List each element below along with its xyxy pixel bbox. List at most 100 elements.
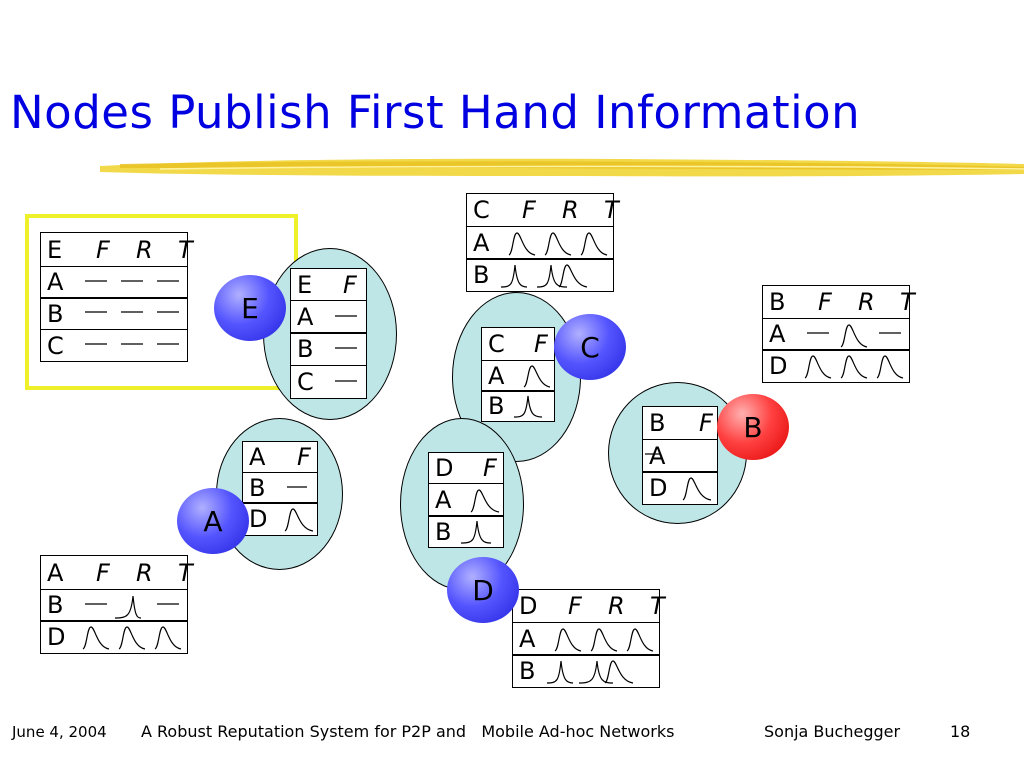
table-row: B [290, 332, 367, 367]
rating-curves [85, 280, 179, 282]
table-row: B [40, 588, 188, 622]
table-header-row: E F R T [40, 232, 193, 267]
title-underline-brush [100, 158, 1024, 177]
table-header-row: B F R T [762, 285, 915, 319]
table-row: D [40, 620, 188, 655]
table-header-row: A F [242, 441, 318, 473]
row-label: A [769, 320, 786, 349]
footer-author: Sonja Buchegger [764, 722, 901, 741]
row-label: A [488, 361, 505, 390]
table-e-first: E F A B C [290, 268, 367, 400]
rating-curves [85, 343, 179, 345]
row-label: A [519, 624, 536, 653]
col-f: F [483, 454, 497, 482]
rating-curves [523, 365, 551, 388]
table-row: A [290, 299, 367, 334]
node-b: B [717, 394, 789, 460]
node-e: E [214, 275, 286, 341]
table-row: B [40, 297, 188, 331]
table-row: A [481, 359, 555, 392]
table-row: B [512, 654, 660, 689]
table-row: B [242, 471, 318, 504]
col-t: T [178, 235, 193, 264]
col-f: F [818, 288, 832, 316]
table-row: A [428, 482, 504, 517]
rating-curves [807, 324, 901, 348]
table-owner: B [769, 288, 786, 316]
table-header-row: C F [481, 327, 555, 361]
row-label: D [249, 505, 268, 534]
rating-curves [513, 396, 543, 419]
node-a: A [177, 488, 249, 554]
col-f: F [534, 330, 548, 358]
rating-curves [287, 486, 307, 488]
table-a-first: A F B D [242, 441, 318, 537]
col-f: F [297, 443, 311, 471]
row-label: D [649, 474, 668, 503]
table-owner: A [47, 558, 64, 587]
col-f: F [568, 592, 582, 620]
table-owner: D [519, 592, 538, 620]
table-b-full: B F R T A D [762, 285, 915, 384]
table-row: B [481, 390, 555, 423]
rating-curves [85, 595, 179, 619]
rating-curves [804, 355, 904, 379]
table-owner: E [47, 235, 63, 264]
row-label: B [249, 473, 266, 502]
table-row: A [512, 621, 660, 656]
row-label: D [769, 352, 788, 381]
col-t: T [604, 196, 619, 224]
row-label: A [297, 302, 314, 331]
table-header-row: E F [290, 268, 367, 301]
table-row: A [762, 317, 910, 351]
row-label: B [473, 261, 490, 290]
table-d-first: D F A B [428, 452, 504, 549]
rating-curves [335, 315, 357, 317]
row-label: C [297, 368, 314, 397]
footer-date: June 4, 2004 [12, 723, 107, 741]
col-t: T [178, 558, 193, 587]
slide-title: Nodes Publish First Hand Information [10, 86, 861, 139]
table-d-full: D F R T A B [512, 589, 665, 689]
col-t: T [900, 288, 915, 316]
table-owner: E [297, 270, 313, 299]
row-label: B [488, 392, 505, 421]
col-r: R [608, 592, 625, 620]
col-r: R [562, 196, 579, 224]
rating-curves [85, 311, 179, 314]
col-f: F [699, 409, 713, 437]
rating-curves [546, 660, 634, 685]
col-f: F [96, 235, 110, 264]
footer-talk-title: A Robust Reputation System for P2P and M… [141, 722, 675, 741]
rating-curves [284, 508, 314, 533]
table-header-row: C F R T [466, 193, 619, 227]
rating-curves [645, 453, 661, 455]
table-owner: A [249, 443, 266, 471]
col-r: R [858, 288, 875, 316]
row-label: B [297, 335, 314, 364]
col-r: R [136, 558, 153, 587]
rating-curves [82, 626, 182, 650]
row-label: B [435, 517, 452, 546]
table-owner: B [649, 409, 666, 437]
table-row: D [642, 471, 718, 506]
table-header-row: D F [428, 452, 504, 484]
rating-curves [335, 347, 357, 350]
table-header-row: A F R T [40, 555, 193, 590]
table-row: A [642, 438, 718, 473]
table-e-full: E F R T A B C [40, 232, 193, 363]
rating-curves [500, 264, 588, 289]
table-row: D [242, 502, 318, 537]
footer-page-number: 18 [950, 722, 971, 741]
row-label: B [47, 299, 64, 328]
col-f: F [522, 196, 536, 224]
rating-curves [554, 628, 654, 652]
table-c-first: C F A B [481, 327, 555, 423]
row-label: A [473, 228, 490, 257]
table-row: B [466, 258, 614, 293]
table-b-first: B F A D [642, 406, 718, 506]
table-owner: C [473, 196, 490, 224]
table-header-row: D F R T [512, 589, 665, 623]
row-label: D [47, 623, 66, 652]
node-d: D [447, 557, 519, 623]
